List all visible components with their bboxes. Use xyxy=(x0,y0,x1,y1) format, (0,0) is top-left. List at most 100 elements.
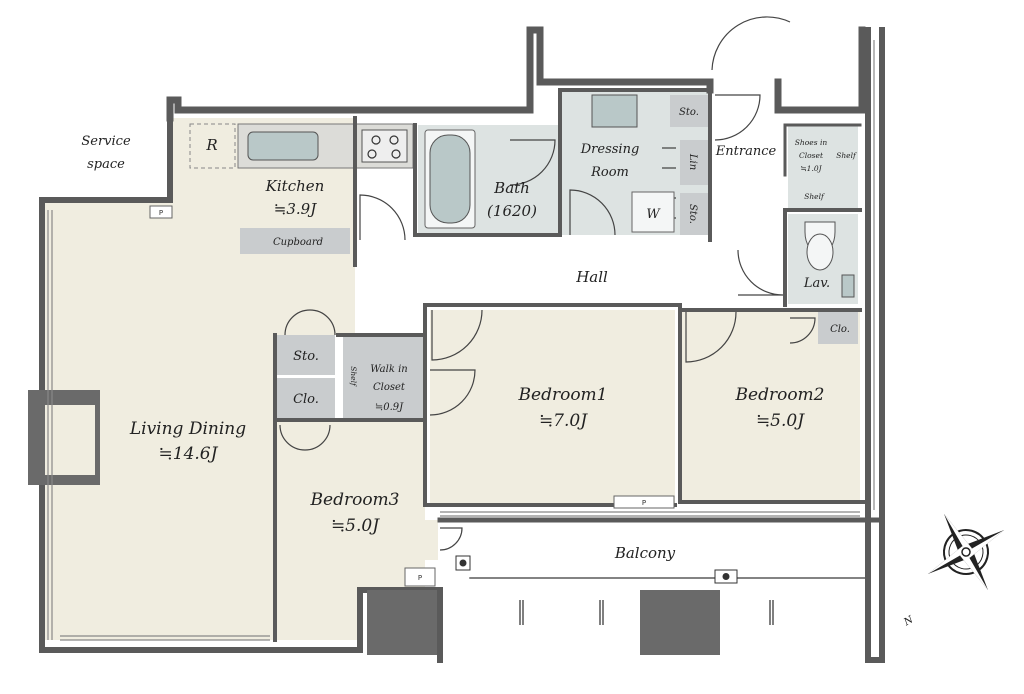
bath-label: Bath xyxy=(493,179,530,197)
walk-in-closet-block xyxy=(343,336,425,418)
bath-door xyxy=(509,139,556,186)
compass-rose-icon xyxy=(927,513,1005,591)
lavatory-label: Lav. xyxy=(803,276,830,291)
service-space-floor xyxy=(50,118,165,190)
front-door xyxy=(711,16,791,71)
dressing-room-label: Dressing xyxy=(580,142,640,157)
bedroom1-floor xyxy=(430,310,675,505)
walk-in-closet-label: Closet xyxy=(373,382,406,393)
bedroom3-floor xyxy=(275,420,438,640)
living-dining-label: Living Dining xyxy=(129,419,246,439)
kitchen-door xyxy=(359,194,406,241)
dressing-door xyxy=(569,189,616,236)
cupboard-block xyxy=(240,228,350,254)
balcony-ribs xyxy=(519,600,774,625)
shelf-label: Shelf xyxy=(836,151,857,160)
north-wall xyxy=(166,26,714,122)
refrigerator-label: R xyxy=(205,136,217,154)
room-labels: Service space R Kitchen ≒3.9J Cupboard B… xyxy=(81,107,857,562)
pipe-tag-box xyxy=(404,567,436,587)
cupboard-label: Cupboard xyxy=(273,237,323,248)
shoes-closet-label: Shoes in xyxy=(795,138,828,147)
bath-size: (1620) xyxy=(487,202,537,220)
bedroom3-wall xyxy=(273,333,427,642)
shoes-closet-label: Closet xyxy=(799,151,824,160)
closet-left-label: Clo. xyxy=(293,392,319,407)
balcony-drain-left-dot xyxy=(459,559,467,567)
washer-box xyxy=(631,191,675,233)
entrance-door xyxy=(714,94,761,141)
walls xyxy=(39,26,885,663)
lav-sink xyxy=(841,274,855,298)
pipe-tag: P xyxy=(642,499,646,507)
shelf-label: Shelf xyxy=(804,192,825,201)
bedroom1-label: Bedroom1 xyxy=(518,385,608,405)
pipe-tag: P xyxy=(159,209,163,217)
washer-label: W xyxy=(646,207,661,222)
bedroom1-door xyxy=(431,309,483,361)
compass-north-label: N xyxy=(901,614,916,629)
kitchen-sink xyxy=(247,131,319,161)
storage-top-label: Sto. xyxy=(679,107,699,118)
refrigerator-box xyxy=(189,123,236,169)
living-dining-area: ≒14.6J xyxy=(159,444,219,464)
storage-left-label: Sto. xyxy=(293,349,319,364)
east-wall xyxy=(865,27,885,663)
bedroom2-area: ≒5.0J xyxy=(756,411,805,431)
windows xyxy=(47,40,875,641)
south-wall xyxy=(39,587,443,663)
hall-label: Hall xyxy=(575,268,608,286)
bedroom3-label: Bedroom3 xyxy=(310,490,400,510)
storage-mid-label: Sto. xyxy=(687,204,698,224)
pipe-tag-box xyxy=(149,205,173,219)
storage-left-block xyxy=(275,335,335,375)
linen-block xyxy=(680,140,708,185)
fixtures xyxy=(247,94,855,625)
walk-in-closet-area: ≒0.9J xyxy=(375,402,404,413)
shelf-label: Shelf xyxy=(349,366,358,387)
cooktop-burners xyxy=(367,135,401,159)
south-column-left xyxy=(367,590,437,655)
service-space-label: space xyxy=(87,157,125,172)
storage-top-block xyxy=(670,95,708,127)
linen-door xyxy=(662,147,676,169)
lav-door xyxy=(737,249,784,296)
living-door xyxy=(284,309,336,336)
kitchen-area: ≒3.9J xyxy=(274,200,317,218)
bathtub-inner xyxy=(429,134,471,224)
bedroom2-label: Bedroom2 xyxy=(735,385,825,405)
bedroom2-wall xyxy=(678,308,867,504)
bedroom3-area: ≒5.0J xyxy=(331,516,380,536)
south-column-right xyxy=(640,590,720,655)
entrance-label: Entrance xyxy=(715,144,777,159)
balcony-drain-right-dot xyxy=(722,573,730,580)
closet-right-label: Clo. xyxy=(830,324,850,335)
wic-door xyxy=(429,369,476,416)
bedroom3-door xyxy=(279,424,331,451)
entrance-wall xyxy=(774,26,866,114)
pipe-tag: P xyxy=(418,574,422,582)
service-space-label: Service xyxy=(81,134,131,149)
closet-right-door xyxy=(789,317,816,344)
closet-right-block xyxy=(818,312,858,344)
pipe-tag-box xyxy=(613,495,675,509)
linen-label: Lin xyxy=(687,153,698,170)
hall-south-wall xyxy=(423,303,682,502)
bedroom1-wall xyxy=(423,303,677,507)
shoes-closet-floor xyxy=(788,126,858,208)
storage-mid-block xyxy=(680,193,708,235)
vanity xyxy=(591,94,638,128)
bedroom2-door xyxy=(685,311,737,363)
dressing-room-label: Room xyxy=(590,165,629,180)
lavatory-wall xyxy=(783,208,862,307)
service-wall xyxy=(42,115,173,203)
kitchen-label: Kitchen xyxy=(265,177,325,195)
toilet-bowl xyxy=(806,233,834,271)
balcony-label: Balcony xyxy=(614,544,676,562)
dressing-walls xyxy=(558,88,712,242)
closet-left-block xyxy=(275,378,335,418)
pipe-tags: P P P xyxy=(149,205,675,587)
shoes-wall xyxy=(783,123,862,177)
bedroom1-area: ≒7.0J xyxy=(539,411,588,431)
